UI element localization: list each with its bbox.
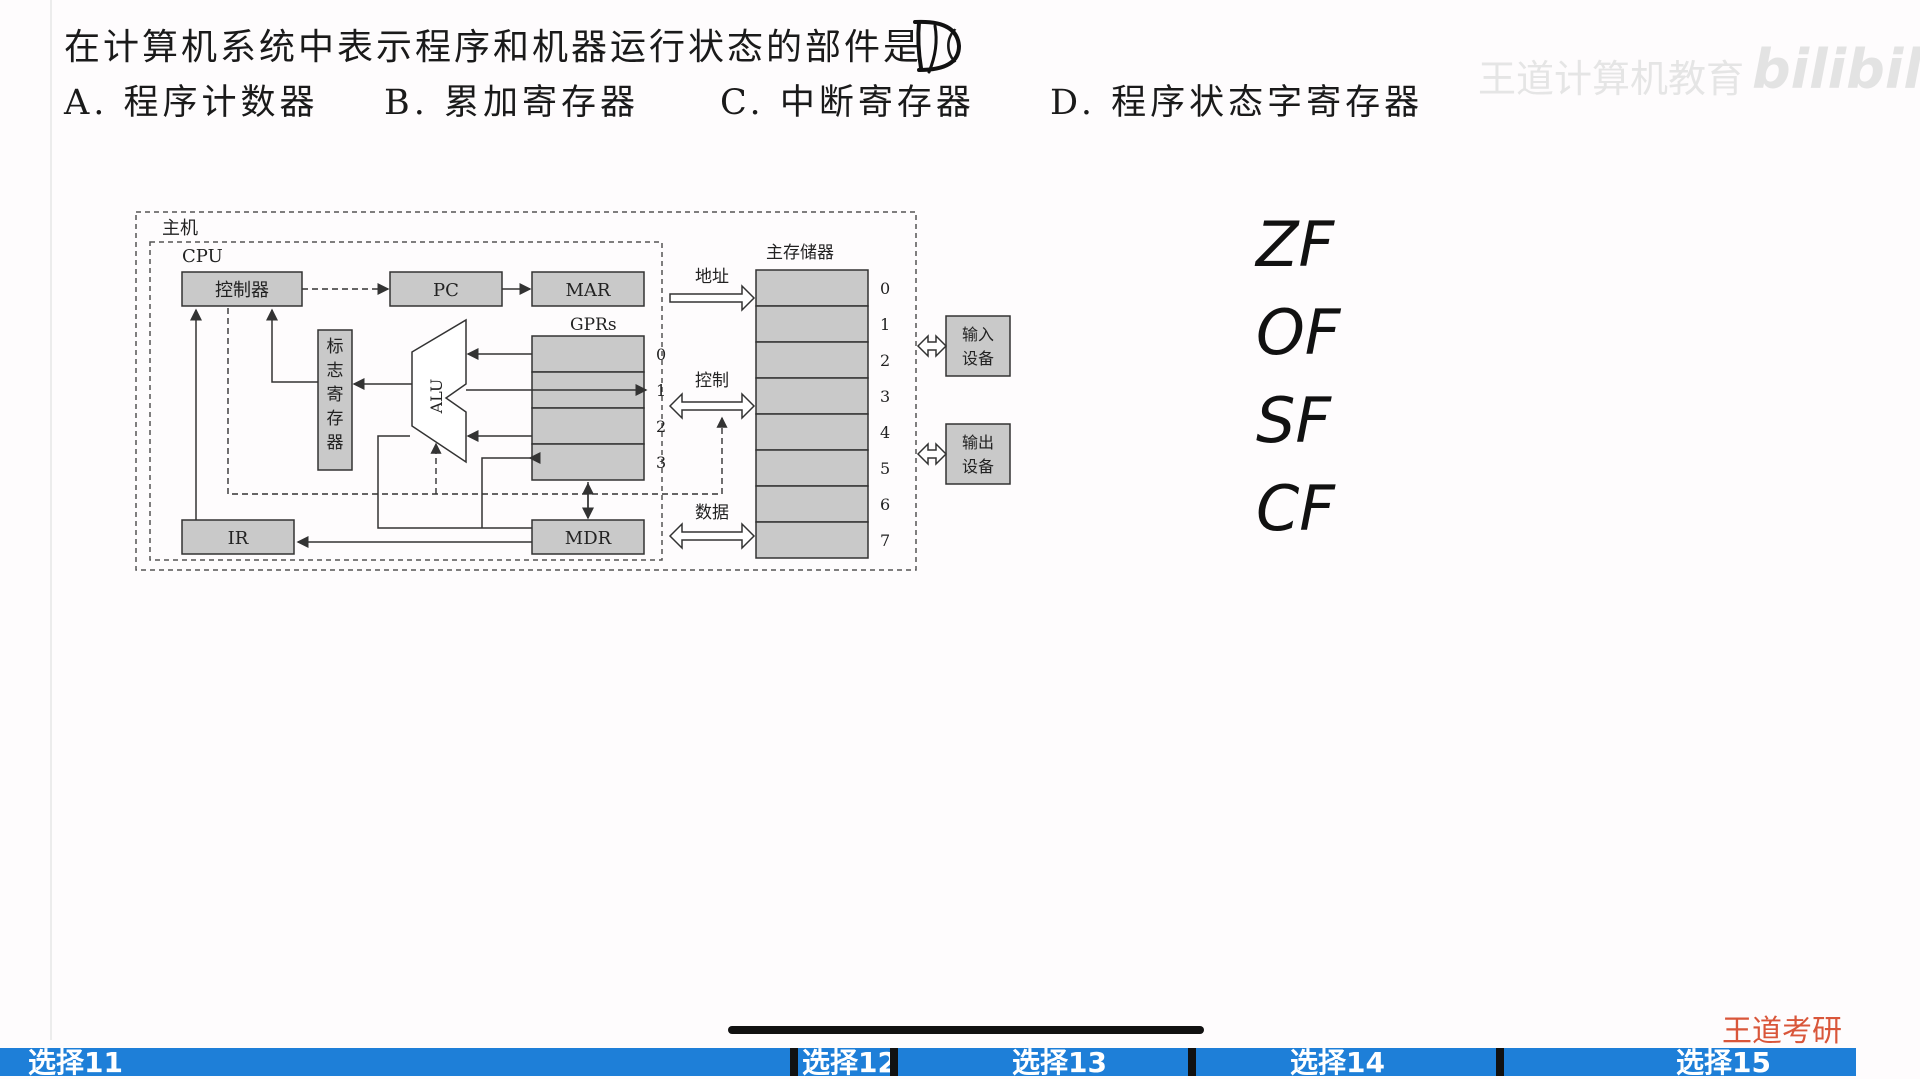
page-left-margin-rule [50, 0, 52, 1040]
input-device-box [945, 315, 1011, 377]
handwritten-note: SF [1256, 384, 1332, 457]
chapter-divider [1496, 1048, 1504, 1076]
handwritten-flag-notes: ZF OF SF CF [1254, 210, 1342, 545]
chapter-item[interactable]: 选择15 [1676, 1046, 1771, 1079]
host-label: 主机 [162, 218, 198, 239]
question-text: 在计算机系统中表示程序和机器运行状态的部件是（ [64, 27, 962, 68]
mdr-label: MDR [565, 528, 612, 549]
cpu-frame [149, 241, 663, 561]
gpr-index: 1 [656, 381, 666, 400]
input-device-label: 设备 [962, 349, 994, 368]
handwritten-note: CF [1256, 472, 1336, 545]
chapter-divider [790, 1048, 798, 1076]
main-memory-label: 主存储器 [766, 243, 834, 263]
memory-index: 6 [880, 495, 890, 514]
controller-label: 控制器 [215, 280, 269, 301]
gpr-index: 0 [656, 345, 666, 364]
memory-index: 5 [880, 459, 890, 478]
mar-box [531, 271, 645, 307]
question-stem: 在计算机系统中表示程序和机器运行状态的部件是（ [64, 18, 961, 70]
handwritten-note: ZF [1254, 210, 1335, 281]
input-device-label: 输入 [962, 325, 994, 344]
pc-label: PC [433, 280, 459, 301]
chapter-item[interactable]: 选择11 [28, 1046, 123, 1079]
memory-index: 2 [880, 351, 890, 370]
gprs-label: GPRs [570, 315, 617, 335]
mar-label: MAR [566, 280, 611, 301]
input-device-arrow [916, 334, 948, 358]
alu-label: ALU [427, 379, 446, 415]
memory-index: 1 [880, 315, 890, 334]
ir-box [181, 519, 295, 555]
watermark-text: 王道计算机教育 [1478, 57, 1745, 101]
gprs-register-file [531, 335, 645, 481]
memory-index: 4 [880, 423, 890, 442]
computer-structure-diagram: 主机 CPU 控制器 PC MAR GPRs 0 1 2 3 ALU 标 志 寄… [135, 211, 1011, 571]
option-d[interactable]: D. 程序状态字寄存器 [1050, 83, 1424, 123]
flag-register-char: 标 [327, 337, 344, 357]
chapter-item[interactable]: 选择14 [1290, 1046, 1385, 1079]
flag-register-char: 寄 [327, 385, 344, 405]
output-device-label: 设备 [962, 457, 994, 476]
bilibili-logo: bilibili [1752, 38, 1920, 101]
bus-address-label: 地址 [695, 267, 729, 287]
host-frame [135, 211, 917, 571]
bus-control-label: 控制 [695, 371, 729, 391]
memory-index: 3 [880, 387, 890, 406]
gpr-index: 2 [656, 417, 666, 436]
data-bus-arrow [668, 522, 756, 550]
progress-scrollbar[interactable] [728, 1026, 1204, 1034]
chapter-item[interactable]: 选择13 [1012, 1046, 1107, 1079]
main-memory-cells [755, 269, 869, 559]
flag-register-box [317, 329, 353, 471]
bus-data-label: 数据 [695, 503, 729, 523]
option-a[interactable]: A. 程序计数器 [64, 83, 319, 123]
option-b[interactable]: B. 累加寄存器 [384, 83, 640, 123]
chapter-divider [890, 1048, 898, 1076]
output-device-arrow [916, 442, 948, 466]
address-bus-arrow [669, 284, 756, 312]
cpu-label: CPU [182, 246, 223, 267]
output-device-box [945, 423, 1011, 485]
mdr-box [531, 519, 645, 555]
flag-register-char: 存 [327, 409, 344, 429]
memory-index: 7 [880, 531, 890, 550]
brand-watermark: 王道考研 [1722, 1014, 1842, 1049]
chapter-divider [1188, 1048, 1196, 1076]
flag-register-char: 志 [327, 361, 344, 381]
answer-options: A. 程序计数器 B. 累加寄存器 C. 中断寄存器 D. 程序状态字寄存器 [64, 74, 1464, 124]
gpr-index: 3 [656, 453, 666, 472]
option-c[interactable]: C. 中断寄存器 [720, 83, 975, 123]
output-device-label: 输出 [962, 433, 994, 452]
pc-box [389, 271, 503, 307]
alu-shape [411, 318, 467, 464]
memory-index: 0 [880, 279, 890, 298]
flag-register-char: 器 [327, 433, 344, 453]
control-bus-arrow [668, 392, 756, 420]
handwritten-note: OF [1256, 296, 1342, 369]
ir-label: IR [228, 528, 249, 549]
chapter-bar: 选择11 选择12 选择13 选择14 选择15 [0, 1046, 1856, 1079]
chapter-item[interactable]: 选择12 [802, 1046, 897, 1079]
handwritten-answer [913, 19, 962, 74]
